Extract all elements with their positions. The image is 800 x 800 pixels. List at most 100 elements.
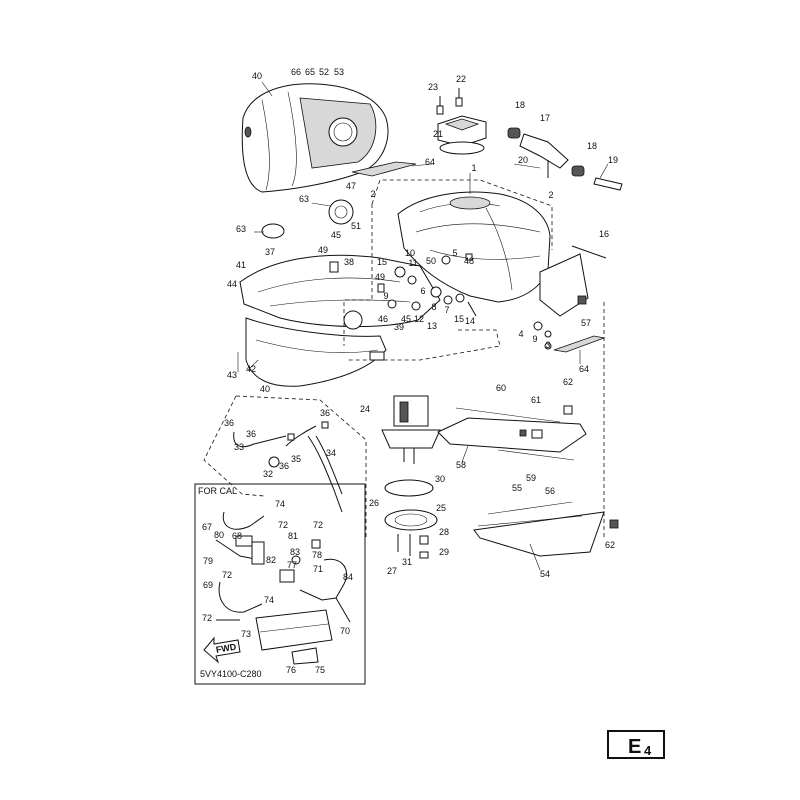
callout-number: 9 <box>383 291 388 301</box>
callout-number: 73 <box>241 629 251 639</box>
callout-number: 82 <box>266 555 276 565</box>
cap-63-a <box>328 199 354 225</box>
callout-number: 20 <box>518 155 528 165</box>
callout-number: 35 <box>291 454 301 464</box>
plate-25 <box>384 509 438 559</box>
callout-number: 19 <box>608 155 618 165</box>
callout-number: 60 <box>496 383 506 393</box>
callout-number: 16 <box>599 229 609 239</box>
callout-number: 68 <box>232 531 242 541</box>
callout-number: 40 <box>260 384 270 394</box>
callout-number: 74 <box>264 595 274 605</box>
page-ref-number: 4 <box>644 743 652 758</box>
callout-number: 8 <box>431 302 436 312</box>
callout-number: 15 <box>377 257 387 267</box>
callout-number: 67 <box>202 522 212 532</box>
callout-number: 45 <box>401 314 411 324</box>
cap-63-b <box>261 223 285 239</box>
bracket-57 <box>533 245 607 350</box>
callout-number: 27 <box>387 566 397 576</box>
seat-assembly <box>241 83 389 193</box>
callout-number: 37 <box>265 247 275 257</box>
callout-number: 66 <box>291 67 301 77</box>
callout-number: 2 <box>370 189 375 199</box>
fuel-pump <box>381 395 441 464</box>
hardware-cluster <box>329 253 477 317</box>
callout-number: 36 <box>320 408 330 418</box>
callout-number: 36 <box>246 429 256 439</box>
callout-number: 46 <box>378 314 388 324</box>
callout-number: 34 <box>326 448 336 458</box>
callout-number: 57 <box>581 318 591 328</box>
callout-number: 39 <box>394 322 404 332</box>
callout-number: 21 <box>433 129 443 139</box>
side-cover-54 <box>473 501 619 557</box>
cover-64-top <box>351 161 417 177</box>
callout-number: 56 <box>545 486 555 496</box>
callout-number: 44 <box>227 279 237 289</box>
for-cal-label: FOR CAL <box>198 486 237 496</box>
callout-number: 50 <box>426 256 436 266</box>
callout-number: 11 <box>408 258 417 268</box>
callout-number: 1 <box>471 163 476 173</box>
callout-number: 71 <box>313 564 323 574</box>
fuel-tank <box>397 191 551 303</box>
callout-number: 72 <box>313 520 323 530</box>
callout-number: 25 <box>436 503 446 513</box>
fuel-cap-assembly <box>436 88 487 155</box>
callout-number: 33 <box>234 442 244 452</box>
tank-cover-40 <box>245 310 387 387</box>
callout-number: 55 <box>512 483 522 493</box>
callout-number: 4 <box>518 329 523 339</box>
callout-number: 13 <box>427 321 437 331</box>
callout-number: 15 <box>454 314 464 324</box>
callout-number: 47 <box>346 181 356 191</box>
callout-number: 64 <box>425 157 435 167</box>
side-cover-58 <box>437 405 587 461</box>
callout-number: 63 <box>299 194 309 204</box>
callout-number: 76 <box>286 665 296 675</box>
callout-number: 5 <box>452 248 457 258</box>
callout-number: 6 <box>420 286 425 296</box>
callout-number: 72 <box>222 570 232 580</box>
page-ref-letter: E <box>628 736 641 758</box>
callout-number: 28 <box>439 527 449 537</box>
callout-number: 83 <box>290 547 300 557</box>
callout-number: 30 <box>435 474 445 484</box>
callout-number: 14 <box>465 316 475 326</box>
callout-number: 59 <box>526 473 536 483</box>
callout-number: 31 <box>402 557 412 567</box>
callout-number: 22 <box>456 74 466 84</box>
callout-number: 64 <box>579 364 589 374</box>
callout-number: 62 <box>563 377 573 387</box>
gasket-30 <box>384 479 434 497</box>
callout-number: 80 <box>214 530 224 540</box>
catalog-code: 5VY4100-C280 <box>200 669 262 679</box>
fwd-arrow-icon: FWD <box>203 636 241 664</box>
callout-number: 72 <box>202 613 212 623</box>
callout-number: 61 <box>531 395 541 405</box>
callout-number: 52 <box>319 67 329 77</box>
callout-number: 58 <box>456 460 466 470</box>
cover-64-right <box>553 335 606 353</box>
callout-number: 54 <box>540 569 550 579</box>
callout-number: 65 <box>305 67 315 77</box>
callout-number: 12 <box>414 314 424 324</box>
callout-number: 42 <box>246 364 256 374</box>
callout-number: 72 <box>278 520 288 530</box>
callout-number: 78 <box>312 550 322 560</box>
callout-number: 41 <box>236 260 246 270</box>
callout-number: 40 <box>252 71 262 81</box>
callout-number: 84 <box>343 572 353 582</box>
callout-number: 77 <box>287 560 297 570</box>
callout-number: 79 <box>203 556 213 566</box>
callout-number: 81 <box>288 531 298 541</box>
callout-number: 7 <box>444 305 449 315</box>
callout-number: 17 <box>540 113 550 123</box>
callout-number: 24 <box>360 404 370 414</box>
callout-number: 75 <box>315 665 325 675</box>
callout-number: 29 <box>439 547 449 557</box>
callout-number: 63 <box>236 224 246 234</box>
